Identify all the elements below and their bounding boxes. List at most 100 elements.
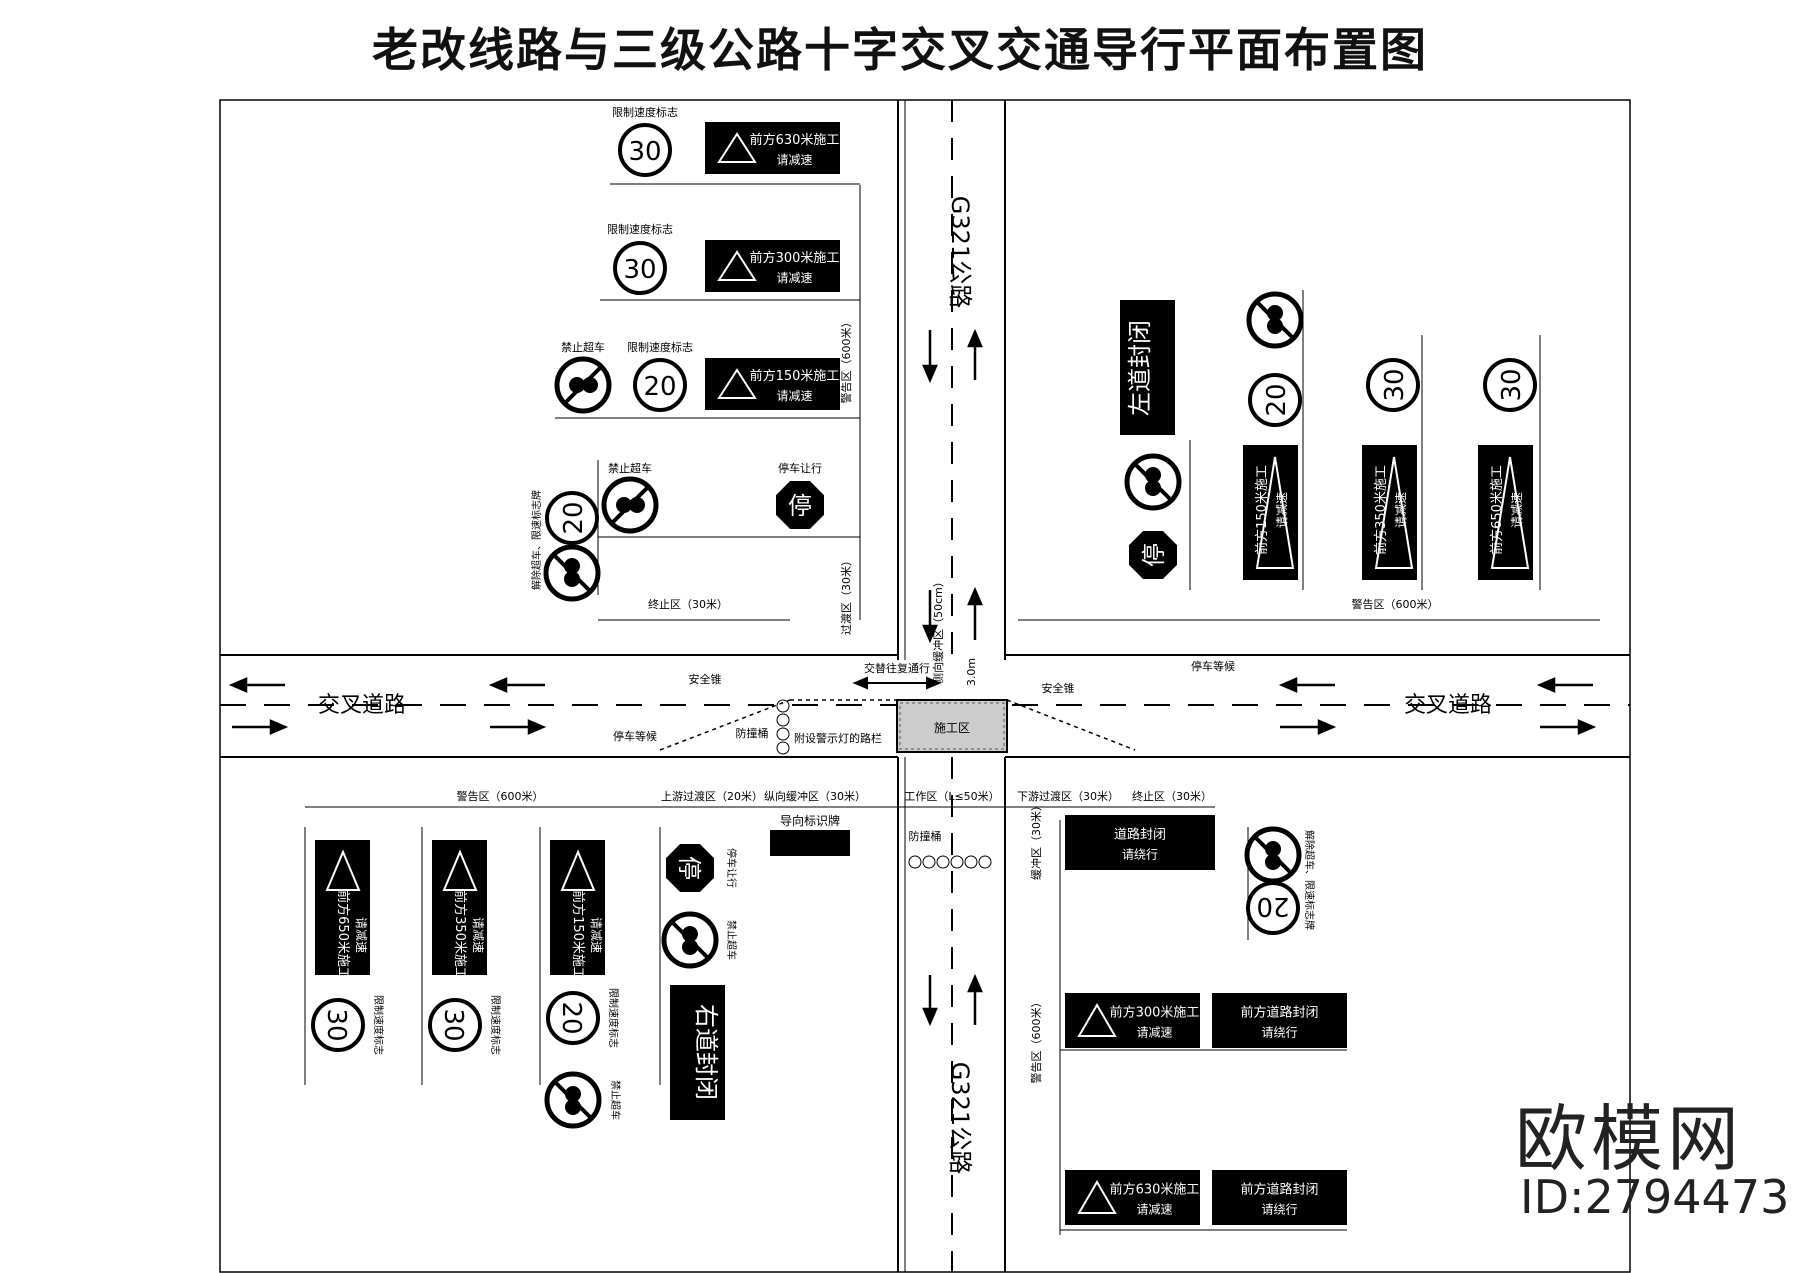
stop-sign: 停 — [776, 481, 824, 529]
speed-limit-sign: 30 — [428, 998, 482, 1052]
warning-board-line2: 请减速 — [1136, 1026, 1172, 1040]
warning-board-line2: 请减速 — [1394, 492, 1408, 528]
warning-board-line2: 请减速 — [776, 389, 812, 403]
closure-board — [1120, 300, 1175, 435]
warning-board-line2: 请减速 — [1136, 1203, 1172, 1217]
label-speed-sign: 限制速度标志 — [612, 105, 678, 119]
main-road-name-south: G321公路 — [946, 1062, 974, 1174]
speed-limit-value: 20 — [556, 1001, 586, 1034]
warning-board-line1: 前方300米施工 — [1110, 1005, 1200, 1021]
speed-limit-sign: 30 — [613, 241, 667, 295]
speed-limit-value: 20 — [1256, 891, 1289, 921]
guide-sign — [770, 830, 850, 856]
label-no-overtake: 禁止超车 — [725, 920, 738, 960]
speed-limit-value: 20 — [643, 372, 676, 402]
stop-sign: 停 — [666, 844, 714, 892]
no-overtaking-sign — [601, 476, 659, 534]
zone-label-warning-n: 警告区（600米） — [839, 317, 853, 404]
label-speed-sign: 限制速度标志 — [489, 995, 502, 1055]
warning-board-line1: 前方150米施工 — [570, 890, 586, 980]
zone-label-warning: 警告区（600米） — [457, 789, 544, 803]
zone-label-buffer: 纵向缓冲区（30米） — [764, 789, 866, 803]
closure-board-line2: 请绕行 — [1261, 1203, 1297, 1217]
no-overtaking-sign — [661, 911, 719, 969]
stop-sign-text: 停 — [788, 492, 812, 520]
construction-warning-board — [1362, 445, 1417, 580]
label-anti-crash: 防撞桶 — [909, 829, 942, 843]
main-road-name-north: G321公路 — [946, 196, 974, 308]
no-overtaking-sign — [1246, 291, 1304, 349]
label-no-overtake: 禁止超车 — [608, 461, 652, 475]
quadrant-ne — [1004, 99, 1631, 656]
closure-board-line1: 道路封闭 — [1114, 827, 1166, 843]
cross-road-name-west: 交叉道路 — [318, 693, 406, 718]
lane-arrows-cross-east — [1278, 677, 1597, 735]
warning-board-line1: 前方630米施工 — [750, 132, 840, 148]
closure-board-line1: 前方道路封闭 — [1240, 1005, 1318, 1021]
speed-limit-sign: 20 — [1246, 881, 1300, 935]
warning-board-line1: 前方350米施工 — [1373, 465, 1389, 555]
speed-limit-sign: 30 — [311, 998, 365, 1052]
speed-limit-sign: 30 — [618, 123, 672, 177]
label-speed-sign: 限制速度标志 — [627, 340, 693, 354]
left-closed-text: 左道封闭 — [1126, 320, 1154, 416]
construction-warning-board: 前方150米施工请减速 — [550, 840, 605, 980]
label-warning-light: 附设警示灯的路栏 — [794, 731, 882, 745]
label-speed-sign: 限制速度标志 — [607, 222, 673, 236]
warning-board-line2: 请减速 — [354, 917, 368, 953]
work-zone — [896, 699, 1008, 753]
warning-board-line1: 前方300米施工 — [750, 250, 840, 266]
construction-warning-board — [1478, 445, 1533, 580]
label-safety-cone: 安全锥 — [1042, 681, 1075, 695]
label-guide-sign: 导向标识牌 — [780, 813, 840, 828]
speed-limit-sign: 30 — [1483, 358, 1537, 412]
warning-board-line1: 前方350米施工 — [452, 890, 468, 980]
closure-board — [670, 985, 725, 1120]
zone-label-width: 3.0m — [965, 658, 978, 686]
diagram-title: 老改线路与三级公路十字交叉交通导行平面布置图 — [372, 23, 1428, 77]
label-speed-sign: 限制速度标志 — [607, 988, 620, 1048]
brand-id: ID:2794473 — [1520, 1170, 1790, 1224]
zone-label-warning-ne: 警告区（600米） — [1352, 597, 1439, 611]
zone-label-buffer-s: 缓冲区（30米） — [1029, 800, 1043, 880]
warning-board-line2: 请减速 — [776, 271, 812, 285]
zone-label-transition-down: 下游过渡区（30米） — [1017, 789, 1119, 803]
label-speed-sign: 限制速度标志 — [372, 995, 385, 1055]
warning-board-line2: 请减速 — [1275, 492, 1289, 528]
lane-arrows-main-north — [922, 328, 983, 644]
warning-board-line1: 前方150米施工 — [750, 368, 840, 384]
cone-taper-right — [1006, 699, 1136, 751]
label-anti-crash: 防撞桶 — [736, 726, 769, 740]
speed-limit-sign: 20 — [545, 491, 599, 545]
zone-label-end-nw: 终止区（30米） — [648, 597, 728, 611]
speed-limit-sign: 20 — [1248, 373, 1302, 427]
zone-label-buffer-lat: 侧向缓冲区（50cm） — [931, 576, 945, 684]
no-overtaking-sign — [544, 1071, 602, 1129]
zone-label-work: 工作区（L≤50米） — [904, 790, 999, 803]
alt-pass-arrow — [852, 676, 942, 690]
label-no-overtake: 禁止超车 — [609, 1080, 622, 1120]
speed-limit-value: 30 — [1380, 368, 1410, 401]
work-zone-label: 施工区 — [934, 721, 970, 735]
label-safety-cone: 安全锥 — [689, 672, 722, 686]
right-closed-text: 右道封闭 — [692, 1004, 720, 1100]
no-overtaking-sign — [554, 356, 612, 414]
no-overtaking-sign — [1244, 826, 1302, 884]
speed-limit-value: 20 — [559, 501, 589, 534]
closure-board-line2: 请绕行 — [1122, 848, 1158, 862]
label-stop-yield: 停车让行 — [725, 848, 738, 888]
warning-board-line2: 请减速 — [1510, 492, 1524, 528]
stop-sign-text: 停 — [675, 856, 703, 880]
label-cancel-limits: 解除超车、限速标志牌 — [1303, 830, 1316, 930]
warning-board-line2: 请减速 — [589, 917, 603, 953]
speed-limit-sign: 20 — [633, 358, 687, 412]
label-stop-yield: 停车让行 — [778, 461, 822, 475]
no-overtaking-sign — [543, 544, 601, 602]
brand-name: 欧模网 — [1515, 1097, 1744, 1181]
speed-limit-value: 30 — [628, 137, 661, 167]
zone-label-transition-up: 上游过渡区（20米） — [661, 789, 763, 803]
